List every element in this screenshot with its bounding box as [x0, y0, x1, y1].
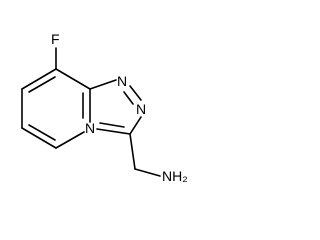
triazole-ring: [89, 79, 142, 135]
atom-label-nitrogen-bridge: N: [85, 120, 95, 136]
atom-label-amine: NH₂: [162, 168, 188, 184]
bond-c3-n4-inner: [99, 122, 125, 128]
atom-labels: F N N N NH₂: [51, 31, 188, 184]
bond-n2-c3: [129, 116, 142, 135]
bond-c8-c7-inner: [28, 76, 56, 93]
bond-c8-c7: [21, 68, 57, 90]
chemical-structure: F N N N NH₂: [21, 31, 188, 184]
bond-c3-n4: [96, 128, 131, 135]
bond-c6-c5-inner: [28, 124, 56, 141]
bond-c8a-c8: [55, 68, 91, 90]
bond-c6-c5: [21, 127, 57, 149]
atom-label-nitrogen-top: N: [117, 73, 127, 89]
bond-ch2-nh2: [134, 168, 161, 177]
substituents: [55, 47, 161, 177]
bond-n1-n2: [129, 85, 142, 101]
bond-c8a-n1: [89, 79, 117, 90]
atom-label-fluorine: F: [51, 31, 60, 47]
pyridine-ring: [21, 68, 91, 149]
atom-label-nitrogen-right: N: [136, 101, 146, 117]
bond-c5-n4: [55, 131, 85, 149]
bond-c3-ch2: [129, 133, 136, 170]
bond-n1-n2-inner: [123, 91, 134, 105]
